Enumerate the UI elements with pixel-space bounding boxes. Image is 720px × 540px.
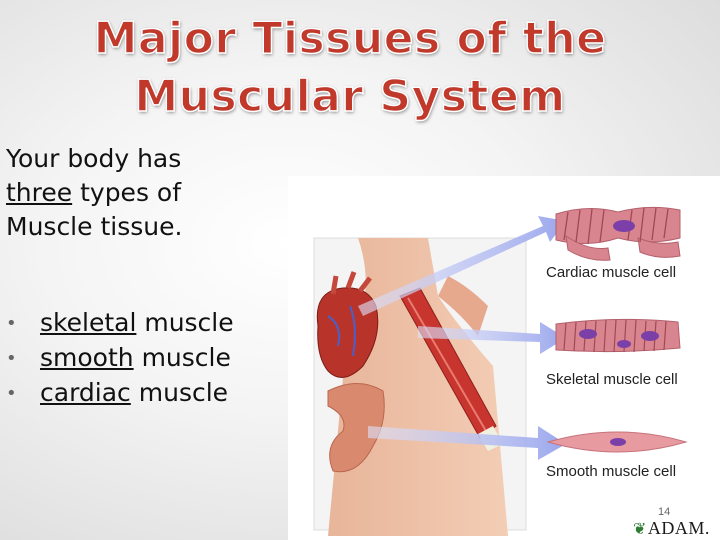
heart-vessels <box>330 271 372 295</box>
bullet-marker: • <box>6 313 17 334</box>
page-number: 14 <box>658 506 671 518</box>
skeletal-cell-label: Skeletal muscle cell <box>546 371 678 388</box>
arrow-to-skeletal <box>418 322 566 354</box>
logo-text: ADAM. <box>647 518 710 538</box>
smooth-cell <box>546 431 688 453</box>
smooth-cell-label: Smooth muscle cell <box>546 463 677 480</box>
title-line-1: Major Tissues of the <box>93 12 607 65</box>
slide-title: Major Tissues of the Muscular System <box>60 10 640 126</box>
list-item-cardiac: • cardiac muscle <box>6 376 234 411</box>
shoulder <box>438 276 488 336</box>
intro-part-2: types of <box>80 178 182 207</box>
list-item-skeletal: • skeletal muscle <box>6 306 234 341</box>
arrow-to-smooth <box>368 426 566 460</box>
intro-part-1: Your body has <box>6 144 182 173</box>
intro-underlined-word: three <box>6 178 73 207</box>
title-line-2: Muscular System <box>134 70 566 123</box>
bullet-rest: muscle <box>133 343 231 372</box>
leaf-icon: ❦ <box>633 521 647 538</box>
bullet-keyword: smooth <box>40 343 134 372</box>
bullet-marker: • <box>6 348 17 369</box>
cardiac-cell-label: Cardiac muscle cell <box>546 264 677 281</box>
adam-logo: ❦ADAM. <box>633 518 710 539</box>
arrow-to-cardiac <box>358 216 566 316</box>
intro-text: Your body has three types of Muscle tiss… <box>6 142 296 244</box>
intro-part-3: Muscle tissue. <box>6 212 183 241</box>
bullet-marker: • <box>6 383 17 404</box>
anatomy-illustration <box>313 206 688 536</box>
bullet-rest: muscle <box>136 308 234 337</box>
heart-blue-vessels <box>327 305 356 357</box>
bullet-keyword: skeletal <box>40 308 137 337</box>
bullet-rest: muscle <box>130 378 229 407</box>
muscle-type-list: • skeletal muscle • smooth muscle • cardiac… <box>6 306 234 411</box>
muscle-cell-illustration: Cardiac muscle cell Skeletal muscle cell… <box>288 176 720 540</box>
skeletal-cell <box>555 318 681 353</box>
cardiac-cell <box>555 206 681 261</box>
muscle-fiber-line <box>407 297 487 432</box>
stomach <box>327 383 385 473</box>
bullet-keyword: cardiac <box>40 378 131 407</box>
list-item-smooth: • smooth muscle <box>6 341 234 376</box>
